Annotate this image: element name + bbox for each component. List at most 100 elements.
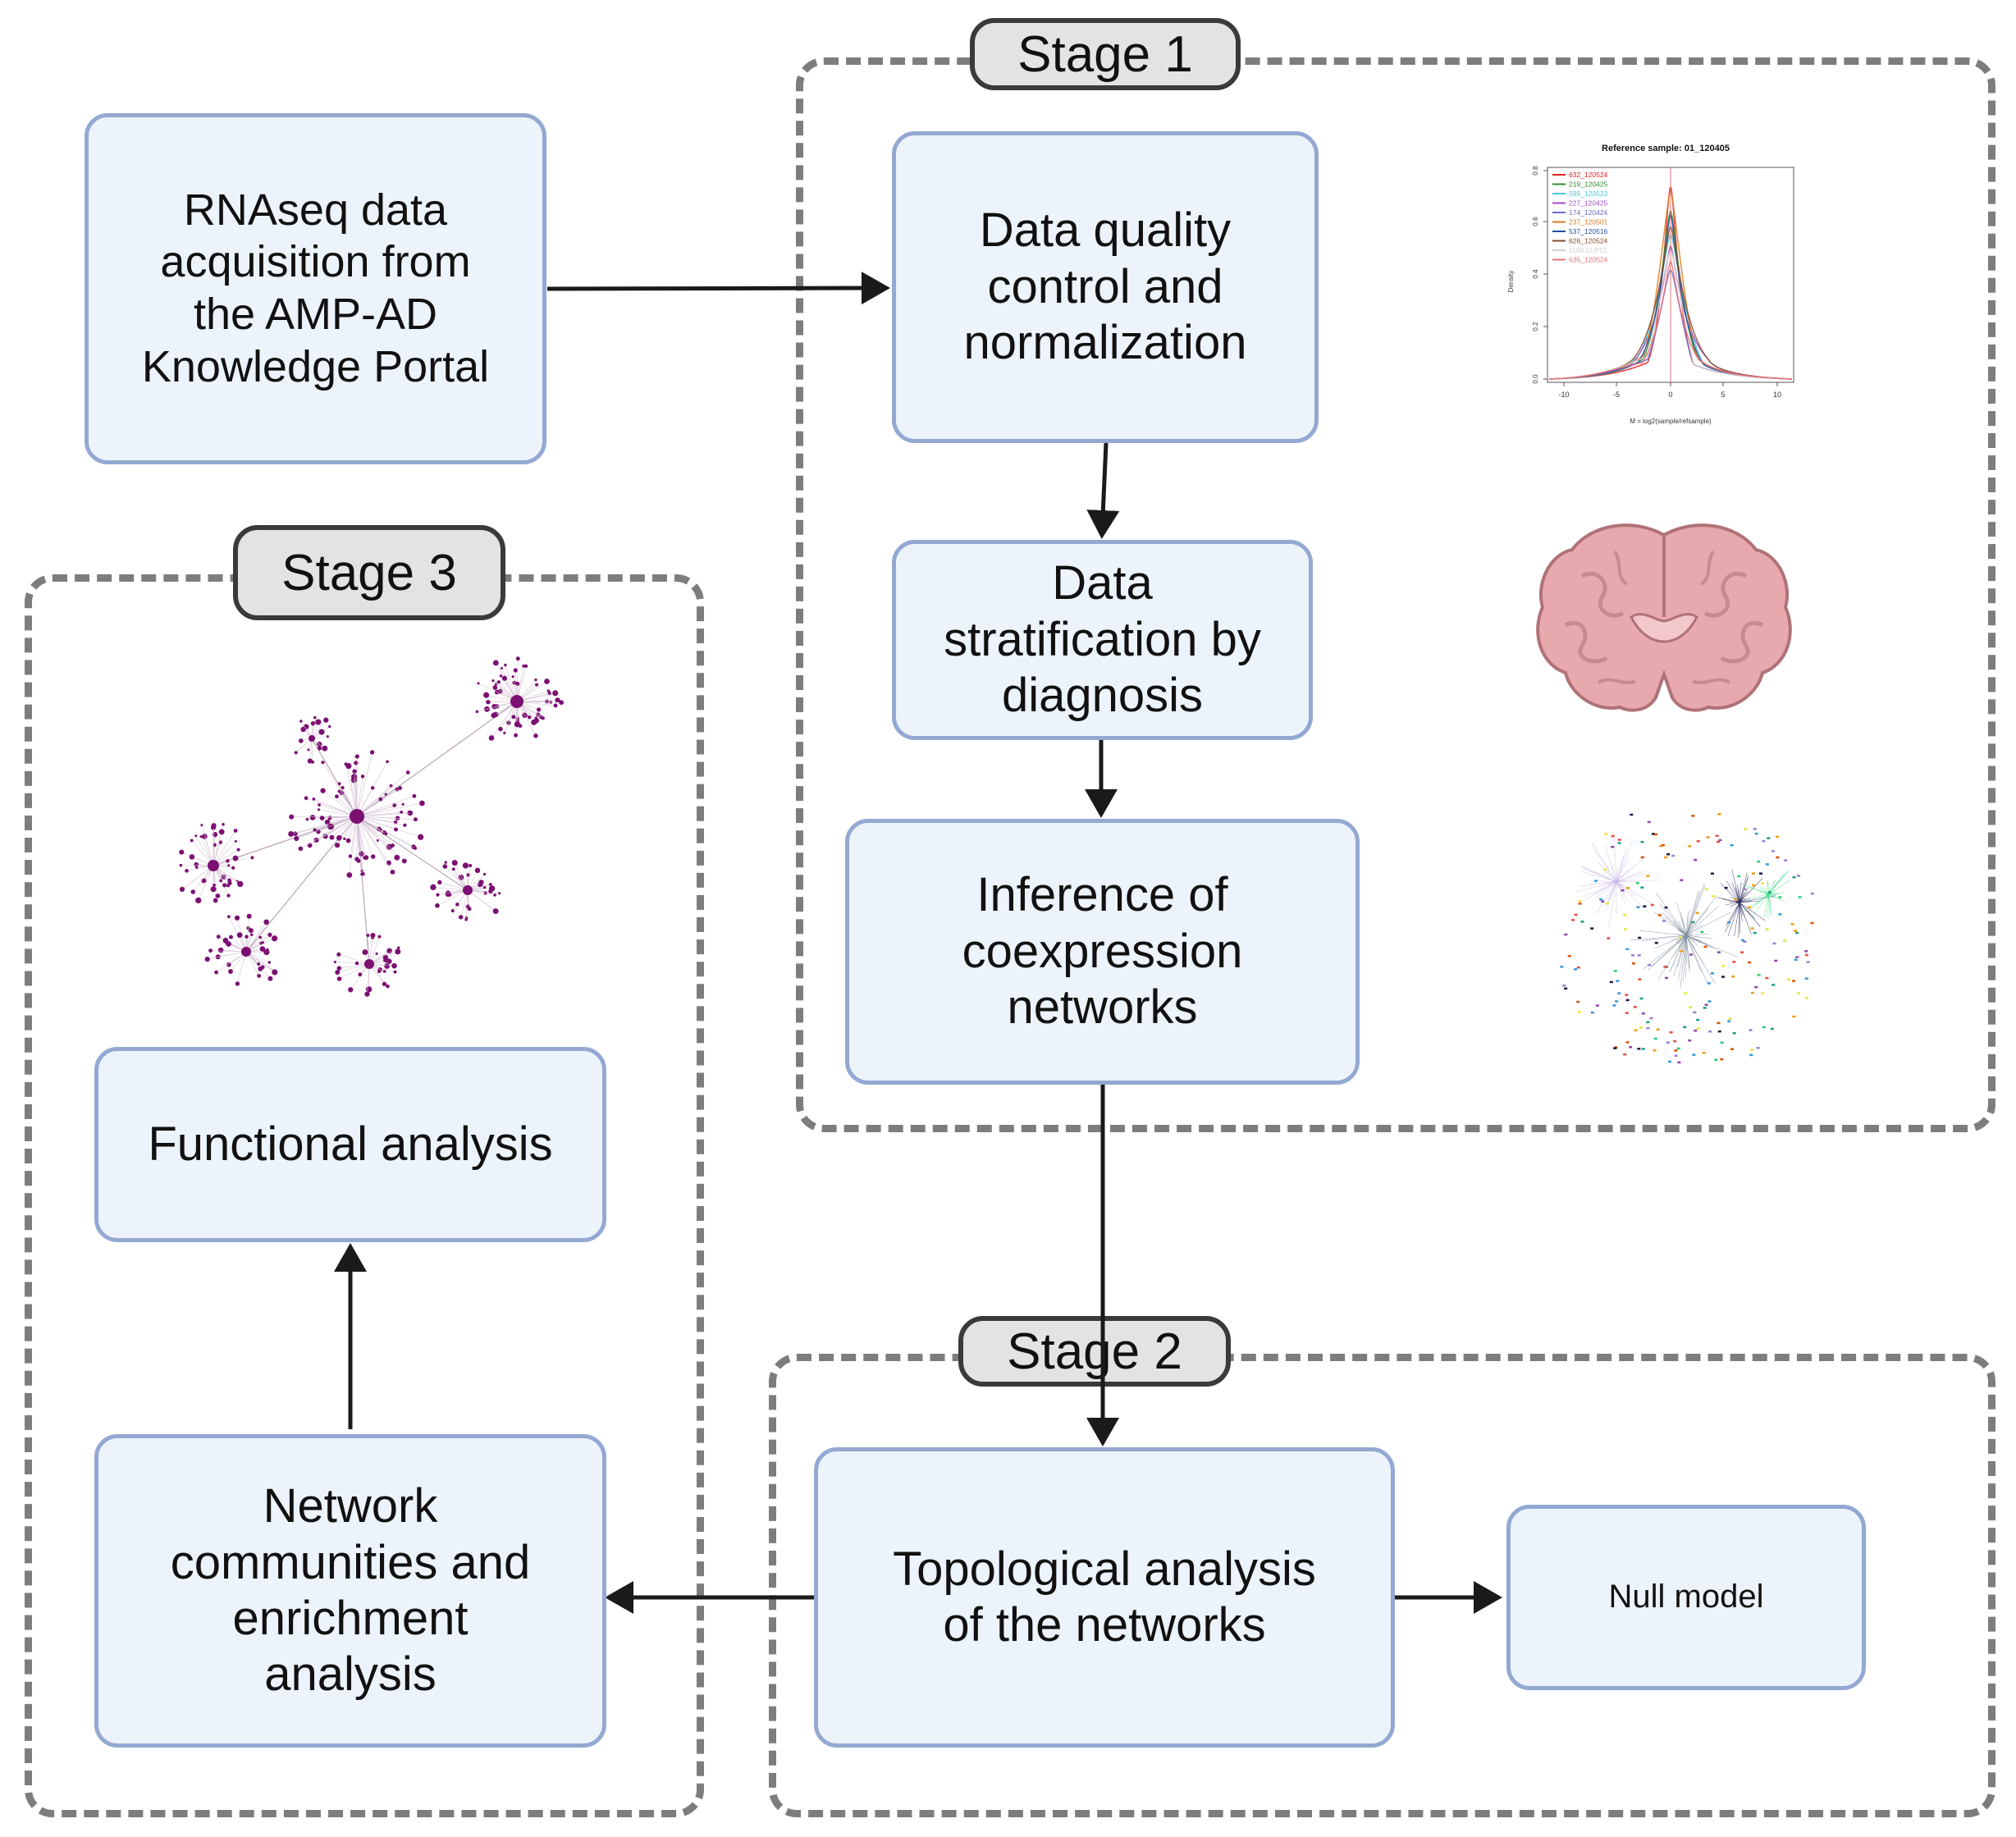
community-node [221,874,226,880]
community-node [494,683,498,686]
coexp-node [1804,953,1808,957]
coexp-node [1795,931,1799,934]
coexp-node [1648,964,1652,966]
community-node [358,972,363,977]
community-edge [516,700,558,702]
community-node [335,794,339,799]
community-node [333,961,336,964]
community-edge [195,835,214,866]
community-node [259,946,266,952]
coexp-node [1664,976,1668,980]
coexp-node [1653,1037,1657,1040]
coexp-node [1761,882,1765,884]
coexp-node [1693,1011,1697,1014]
community-node [382,981,387,987]
coexp-node [1646,1021,1650,1024]
coexp-node [1727,921,1731,924]
coexp-node [1754,832,1758,835]
coexp-node [1795,956,1799,958]
community-edge [213,857,253,866]
community-node [496,680,501,684]
coexp-node [1643,905,1647,907]
coexp-node [1708,1030,1712,1033]
community-node [354,754,359,759]
coexp-node [1630,813,1634,816]
coexp-edge [1747,885,1769,895]
coexp-edge [1616,881,1626,905]
coexp-node [1677,1061,1681,1064]
community-edge [367,963,370,994]
community-edge [467,889,496,912]
coexp-node [1621,889,1625,892]
coexp-node [1731,975,1735,978]
community-node [202,834,208,839]
box-network-communities: Network communities and enrichment analy… [94,1434,606,1748]
community-edge [356,804,404,817]
community-node [298,846,304,852]
coexp-node [1639,1026,1643,1029]
coexp-node [1578,903,1582,905]
box-quality-control: Data quality control and normalization [892,131,1319,443]
community-node [552,690,559,697]
community-hub [350,809,364,824]
community-node [458,915,464,920]
coexp-node [1696,1027,1700,1030]
community-node [541,716,545,720]
community-node [271,935,278,942]
coexp-node [1635,881,1639,884]
community-node [305,817,309,821]
density-xtick-label: -5 [1613,391,1620,399]
community-node [257,962,261,966]
coexp-node [1654,833,1658,836]
coexp-node [1753,828,1757,830]
coexp-node [1669,1030,1673,1034]
community-node [208,948,213,953]
coexp-node [1710,972,1714,975]
box-topological-analysis: Topological analysis of the networks [814,1447,1395,1748]
coexp-node [1574,913,1578,916]
community-node [236,932,243,939]
community-node [403,823,407,827]
coexp-node [1749,1029,1753,1031]
community-node [405,770,410,775]
coexp-node [1751,884,1755,887]
coexp-edge [1767,893,1771,916]
box-functional-analysis: Functional analysis [94,1047,606,1242]
community-node [390,869,395,875]
community-node [409,811,413,815]
coexp-node [1625,998,1630,1002]
community-node [553,703,558,708]
coexp-node [1716,840,1720,843]
coexp-edge [1605,881,1617,912]
community-node [234,915,240,921]
coexp-edge [1717,897,1740,903]
density-plot-xlabel: M = log2(sample/refsample) [1630,418,1712,425]
coexp-node [1754,985,1758,989]
community-node [370,786,375,790]
coexp-node [1647,820,1651,824]
community-edge [356,816,390,863]
community-edge [345,764,358,817]
community-node [513,668,519,673]
coexp-edge [1739,891,1749,903]
community-node [226,859,230,863]
coexp-edge [1685,934,1687,941]
community-edge [295,738,313,753]
community-node [310,721,316,726]
community-edge [181,865,214,890]
community-node [213,883,216,887]
community-edge [245,951,275,973]
density-legend-label: 237_120501 [1569,218,1608,226]
community-node [214,970,219,975]
coexp-node [1684,992,1688,994]
density-ytick-label: 0.4 [1532,269,1539,279]
community-node [348,987,354,993]
community-node [398,786,402,790]
community-node [195,897,202,904]
community-node [545,699,550,704]
coexp-node [1590,1011,1594,1014]
community-edge [339,963,370,980]
community-link [356,816,469,891]
coexp-node [1794,958,1798,962]
coexp-edge [1749,893,1769,911]
